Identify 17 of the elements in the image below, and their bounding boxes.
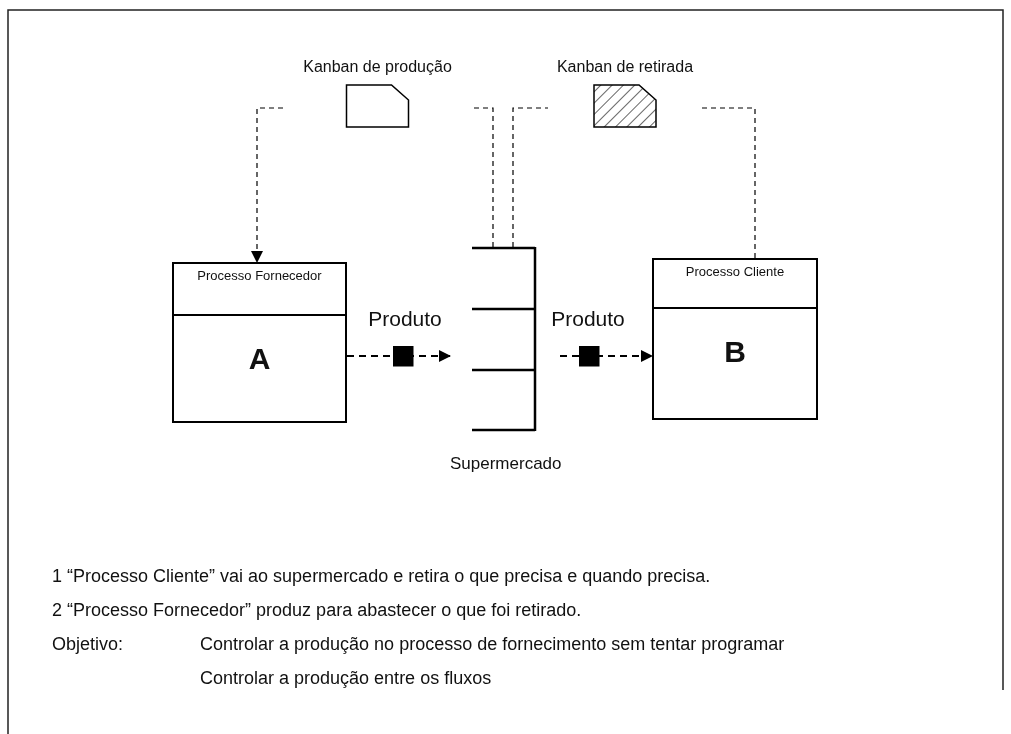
arrow: [346, 346, 451, 367]
process-box: [652, 258, 818, 420]
note-text: 2 “Processo Fornecedor” produz para abastecer o que foi retirado.: [52, 600, 582, 621]
note-text: 1 “Processo Cliente” vai ao supermercado e retira o que precisa e quando precisa.: [52, 566, 711, 587]
card-label: Kanban de produção: [302, 58, 453, 76]
process-box: [172, 262, 347, 423]
card-label: Kanban de retirada: [555, 58, 695, 76]
process-name: Processo Fornecedor: [196, 267, 323, 284]
process-name: Processo Cliente: [684, 263, 786, 280]
shelf-label: Supermercado: [450, 454, 560, 474]
arrow: [251, 107, 284, 263]
process-letter: A: [247, 342, 272, 376]
arrow: [559, 346, 653, 367]
objective-text: Controlar a produção no processo de fornecimento sem tentar programar: [200, 634, 785, 655]
process-letter: B: [723, 335, 747, 369]
objective-label: Objetivo:: [52, 634, 124, 655]
objective-text: Controlar a produção entre os fluxos: [200, 668, 492, 689]
